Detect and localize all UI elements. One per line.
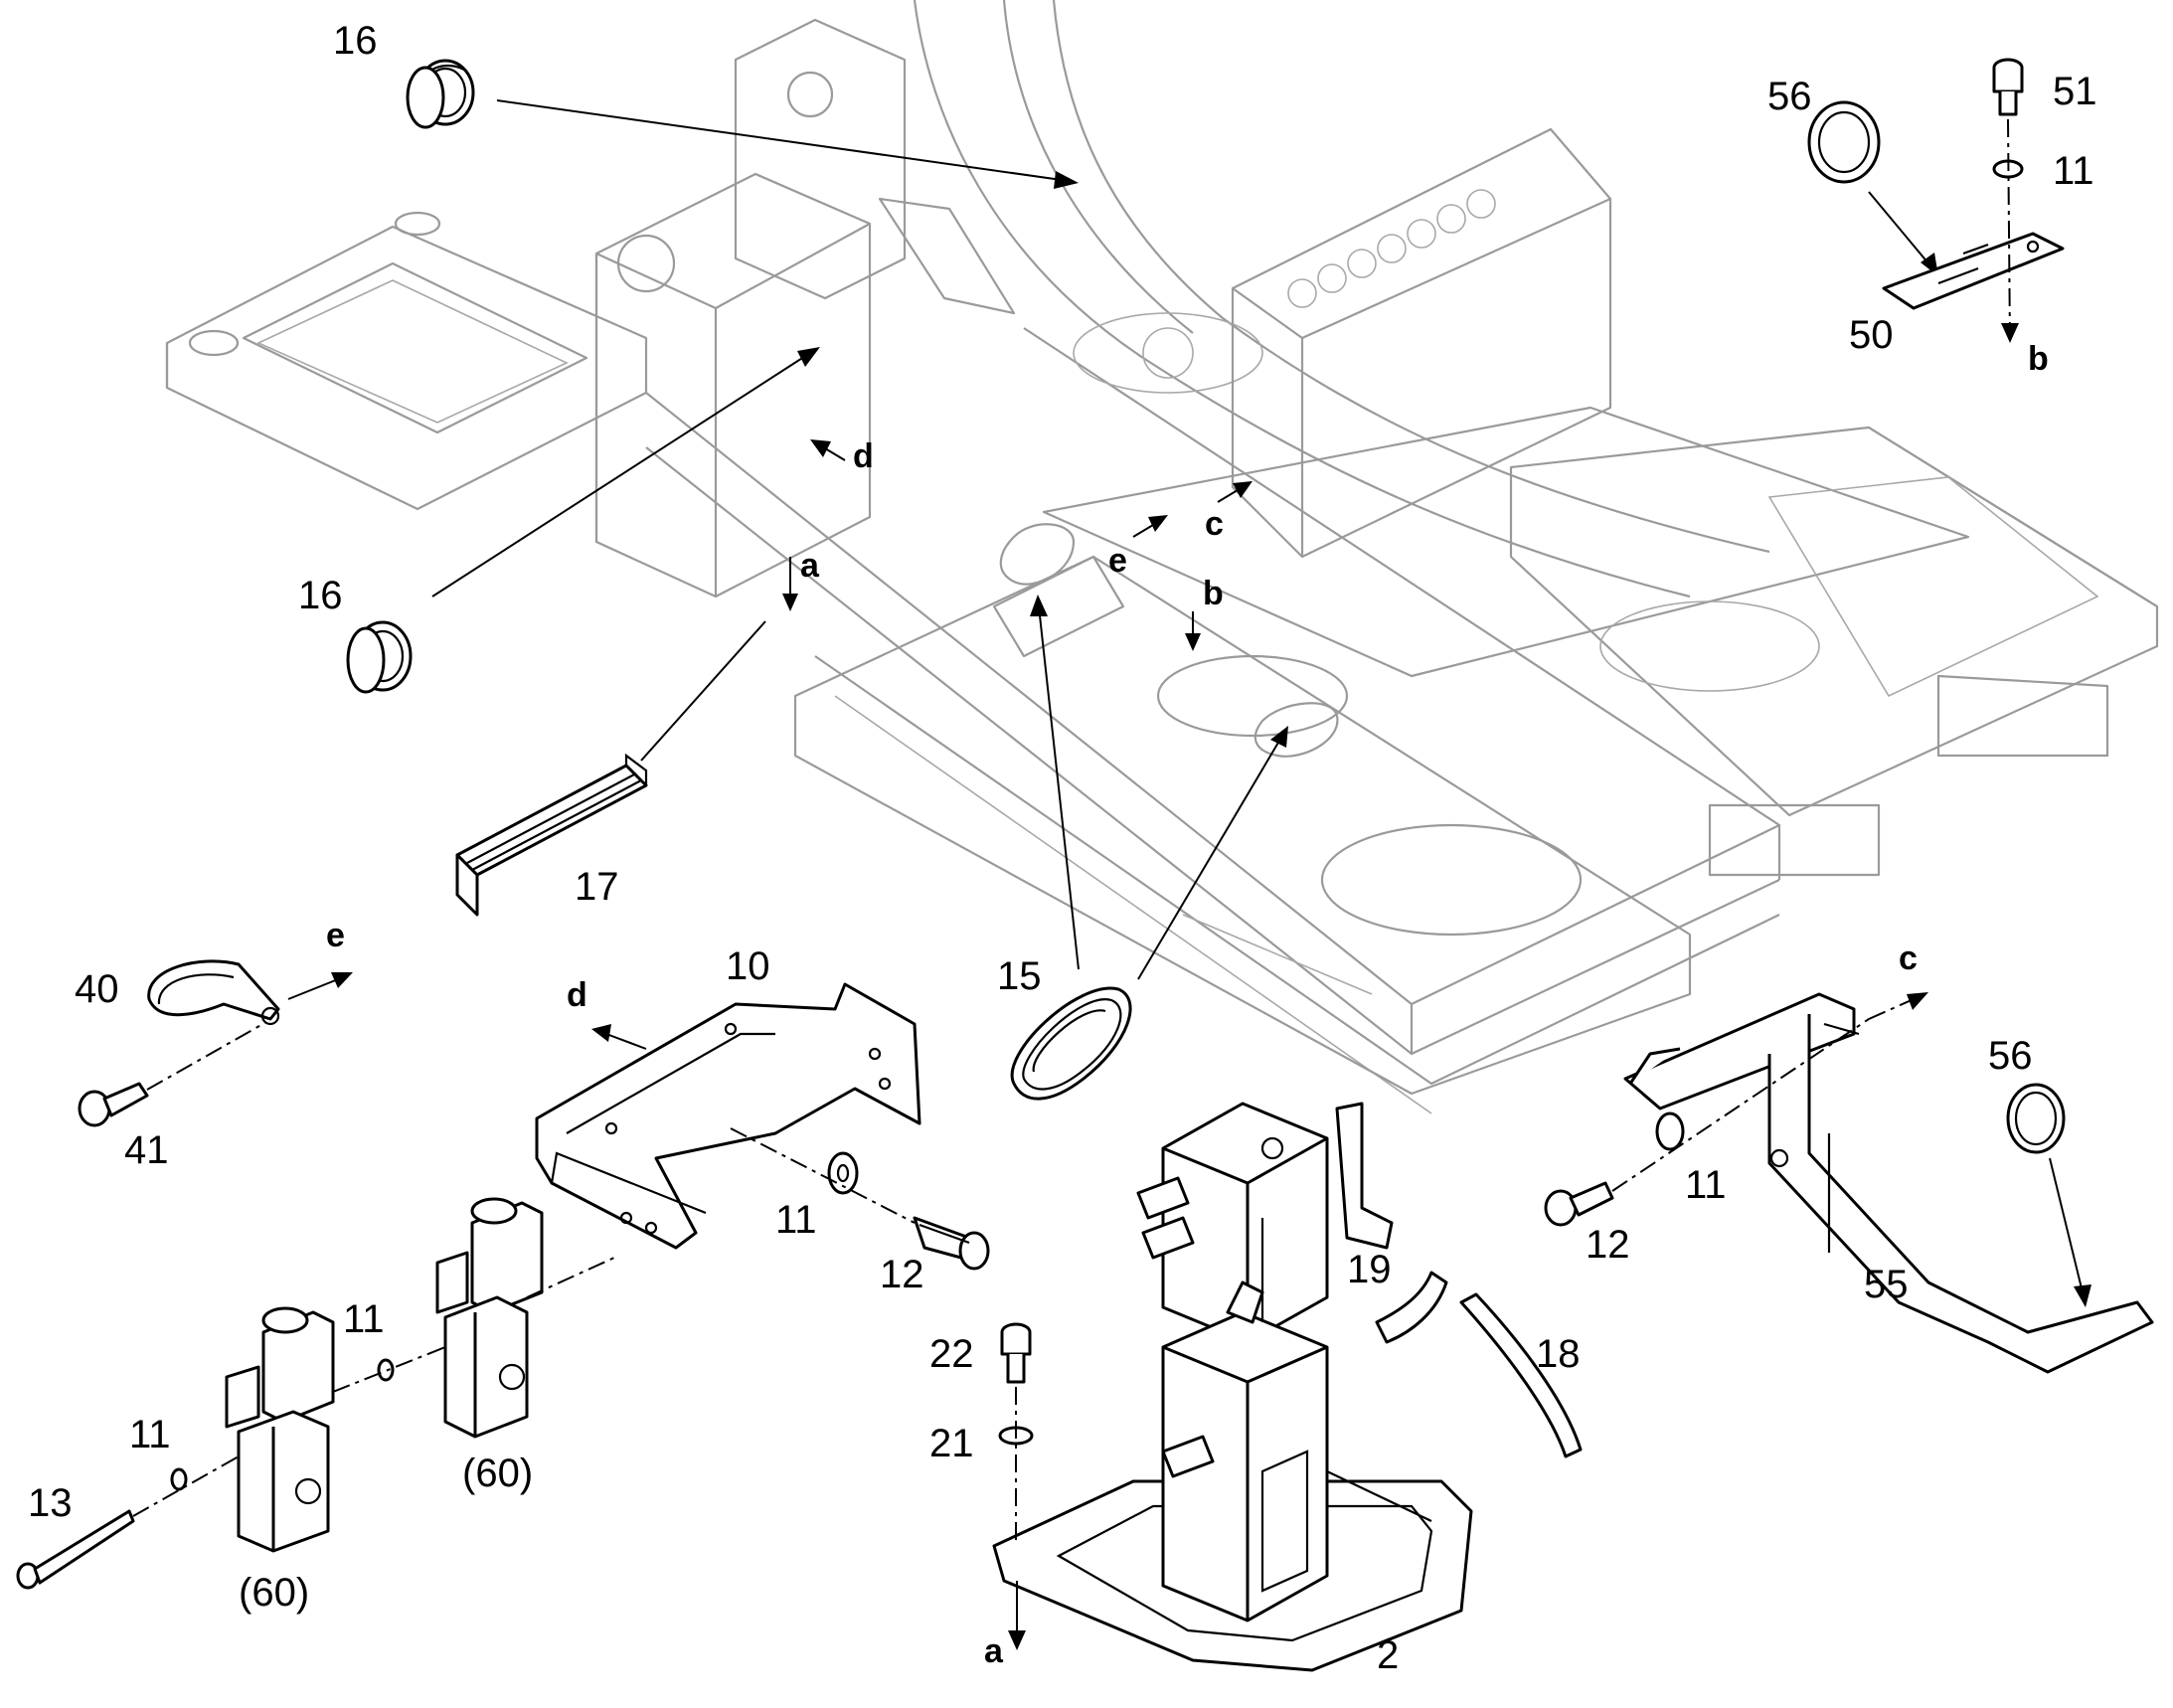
callout-16-left: 16 — [298, 574, 343, 617]
callout-11-bracket: 11 — [775, 1198, 817, 1242]
letter-e-clamp: e — [326, 917, 345, 954]
callout-11-right: 11 — [1685, 1163, 1727, 1207]
callout-18: 18 — [1536, 1332, 1581, 1376]
callout-11-valve-upper: 11 — [343, 1297, 385, 1341]
letter-e-frame: e — [1108, 542, 1127, 580]
letter-c-bracket: c — [1899, 939, 1918, 977]
leader-17 — [640, 620, 766, 762]
callout-41: 41 — [124, 1128, 169, 1172]
washer-11-right — [1655, 1111, 1685, 1151]
letter-b-plate: b — [2028, 340, 2049, 378]
bolt-22 — [1000, 1322, 1032, 1384]
edge-trim-17 — [455, 753, 648, 917]
leader-16-top — [496, 99, 1070, 182]
letter-c-frame: c — [1205, 505, 1224, 543]
callout-19: 19 — [1347, 1248, 1392, 1291]
axis-valve-lower — [332, 1346, 446, 1393]
callout-16-top: 16 — [333, 19, 378, 63]
arrowhead-15-b — [1270, 726, 1288, 748]
hose-18 — [1459, 1292, 1583, 1458]
bolt-51 — [1992, 58, 2024, 116]
callout-56-lower: 56 — [1988, 1034, 2033, 1078]
arrowhead-e-clamp — [331, 972, 353, 988]
leader-56-top — [1868, 191, 1929, 264]
pedal-bracket-55 — [1623, 992, 2154, 1374]
callout-12-right: 12 — [1586, 1223, 1630, 1267]
oval-grommet-15 — [1010, 986, 1132, 1101]
axis-long-bolt — [132, 1455, 240, 1517]
leader-e-clamp — [287, 978, 339, 1000]
axis-bracket-bolt — [730, 1127, 916, 1224]
hose-clamp-56-lower — [2006, 1083, 2066, 1154]
axis-valve-upper — [526, 1257, 615, 1298]
callout-15: 15 — [997, 954, 1042, 998]
letter-b-frame: b — [1203, 575, 1224, 612]
clamp-40 — [147, 959, 280, 1026]
arrowhead-d-frame — [810, 439, 831, 457]
washer-11-valve-lower — [170, 1467, 188, 1491]
axis-clamp-bolt — [146, 1021, 267, 1091]
plate-50 — [1882, 232, 2065, 310]
bolt-12-bracket — [913, 1216, 990, 1271]
callout-50: 50 — [1849, 313, 1894, 357]
callout-12-bracket: 12 — [880, 1253, 924, 1296]
callout-56-top: 56 — [1767, 75, 1812, 118]
letter-d-frame: d — [853, 437, 874, 475]
axis-top-bolt — [2007, 118, 2011, 344]
callout-2: 2 — [1377, 1633, 1399, 1677]
bolt-41 — [78, 1082, 149, 1127]
axis-c-bracket — [1868, 998, 1915, 1020]
arrowhead-b-plate — [2001, 323, 2019, 343]
letter-a-base: a — [984, 1632, 1004, 1670]
leader-16-left — [431, 352, 811, 598]
callout-55: 55 — [1864, 1263, 1909, 1306]
leader-15-a — [1038, 605, 1080, 970]
callout-60-lower: (60) — [239, 1571, 309, 1615]
callout-60-upper: (60) — [462, 1452, 533, 1495]
solenoid-valve-lower — [225, 1306, 335, 1553]
grommet-16-top — [406, 59, 475, 129]
arrowhead-b-frame — [1185, 633, 1201, 651]
arrowhead-d-bracket — [591, 1024, 611, 1042]
arrowhead-e-frame — [1148, 515, 1168, 532]
upper-frame-drawing — [165, 0, 2159, 1114]
letter-a-frame: a — [800, 547, 820, 585]
axis-right-bolt — [1611, 1018, 1870, 1192]
arrowhead-a-base — [1008, 1630, 1026, 1650]
callout-40: 40 — [75, 967, 119, 1011]
leader-56-lower — [2049, 1157, 2084, 1293]
arrowhead-c-bracket — [1907, 992, 1928, 1010]
solenoid-valve-upper — [435, 1197, 544, 1439]
hose-19 — [1375, 1271, 1448, 1344]
callout-22: 22 — [929, 1332, 974, 1376]
washer-11-valve-upper — [377, 1358, 395, 1382]
callout-11-valve-lower: 11 — [129, 1413, 171, 1456]
arrowhead-c-frame — [1233, 481, 1253, 498]
arrowhead-15-a — [1030, 595, 1048, 616]
bracket-10 — [535, 982, 921, 1250]
leader-d-bracket — [605, 1033, 647, 1050]
long-bolt-13 — [16, 1509, 135, 1590]
hose-clamp-56-top — [1807, 100, 1881, 184]
letter-d-bracket: d — [567, 976, 587, 1014]
callout-10: 10 — [726, 944, 770, 988]
leader-15-b — [1137, 735, 1283, 980]
callout-21: 21 — [929, 1422, 974, 1465]
bolt-12-right — [1544, 1181, 1614, 1227]
arrowhead-16-left — [797, 347, 820, 367]
arrowhead-56-lower — [2074, 1284, 2091, 1307]
callout-11-top: 11 — [2053, 149, 2094, 193]
callout-13: 13 — [28, 1481, 73, 1525]
grommet-16-left — [346, 620, 413, 694]
arrowhead-16-top — [1054, 171, 1079, 189]
callout-51: 51 — [2053, 70, 2097, 113]
arrowhead-a-frame — [782, 594, 798, 611]
valve-assembly-2 — [992, 1102, 1473, 1672]
callout-17: 17 — [575, 865, 619, 909]
